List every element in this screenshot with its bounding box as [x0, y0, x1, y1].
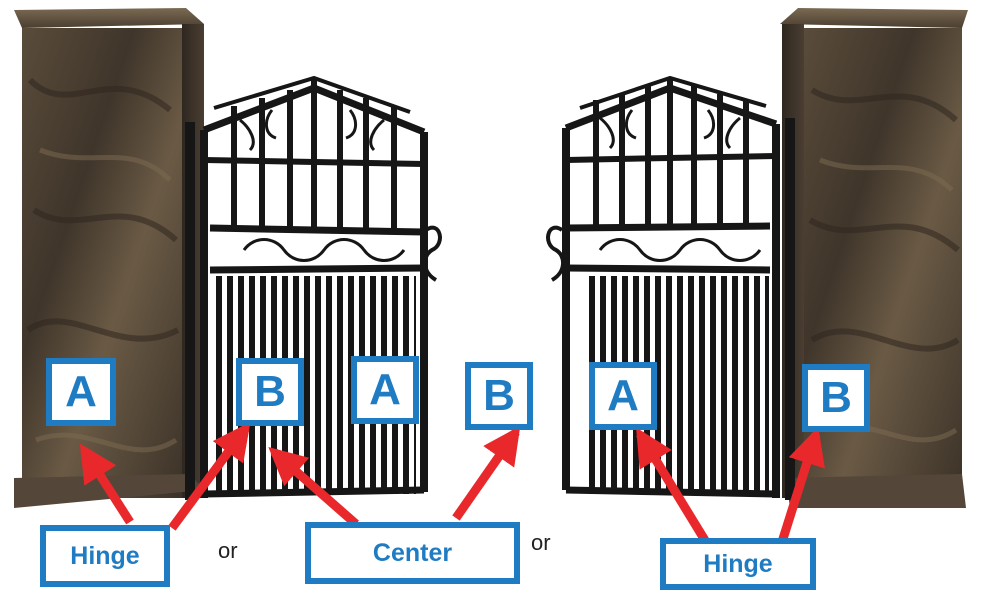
caption-hinge-left-text: Hinge	[70, 541, 140, 570]
label-b-left-gate-text: B	[254, 367, 286, 416]
caption-hinge-right: Hinge	[660, 538, 816, 590]
arrow-hinge-left-to-b	[168, 421, 251, 531]
pointer-arrows	[79, 421, 825, 545]
or-separator-second: or	[531, 530, 551, 555]
arrow-hinge-right-to-a	[636, 427, 710, 545]
label-b-center: B	[465, 362, 533, 430]
label-a-left-gate-text: A	[369, 365, 401, 414]
label-b-right-pillar: B	[802, 364, 870, 432]
label-b-right-pillar-text: B	[820, 373, 852, 422]
caption-center-text: Center	[372, 538, 453, 567]
arrow-center-to-left-gate	[268, 447, 359, 528]
right-iron-gate	[546, 75, 795, 500]
caption-hinge-left: Hinge	[40, 525, 170, 587]
caption-hinge-right-text: Hinge	[703, 549, 773, 578]
arrow-hinge-left-to-a	[79, 443, 134, 525]
left-iron-gate	[185, 75, 442, 500]
or-separator-first: or	[218, 538, 238, 563]
label-a-left-pillar: A	[46, 358, 116, 426]
caption-center: Center	[305, 522, 520, 584]
label-a-right-gate-text: A	[607, 371, 639, 420]
left-stone-pillar	[14, 8, 204, 508]
label-a-left-pillar-text: A	[65, 367, 97, 416]
label-b-center-text: B	[483, 371, 515, 420]
arrow-center-to-b	[452, 425, 521, 521]
label-b-left-gate: B	[236, 358, 304, 426]
label-a-left-gate: A	[351, 356, 419, 424]
label-a-right-gate: A	[589, 362, 657, 430]
right-stone-pillar	[780, 8, 968, 508]
arrow-hinge-right-to-b	[777, 426, 825, 544]
